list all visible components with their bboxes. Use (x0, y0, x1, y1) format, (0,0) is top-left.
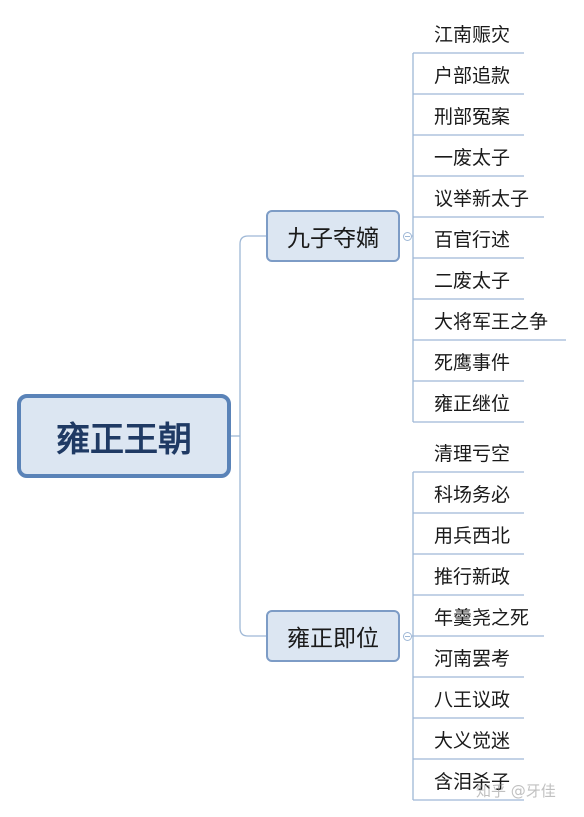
leaf-item[interactable]: 年羹尧之死 (434, 607, 530, 629)
leaf-item[interactable]: 江南赈灾 (434, 24, 511, 46)
leaf-item[interactable]: 百官行述 (434, 229, 511, 251)
branch-label: 九子夺嫡 (287, 226, 379, 252)
root-label: 雍正王朝 (56, 419, 192, 460)
branch-node-accession[interactable]: 雍正即位 (266, 610, 400, 662)
leaf-item[interactable]: 八王议政 (434, 689, 511, 711)
leaf-item[interactable]: 用兵西北 (434, 525, 511, 547)
leaf-item[interactable]: 大将军王之争 (434, 311, 549, 333)
branch-label: 雍正即位 (287, 626, 379, 652)
root-node[interactable]: 雍正王朝 (17, 394, 231, 478)
connector-curve (239, 436, 266, 637)
watermark: 知乎 @牙佳 (476, 782, 556, 800)
leaf-item[interactable]: 户部追款 (434, 65, 511, 87)
leaf-item[interactable]: 死鹰事件 (434, 352, 511, 374)
leaf-item[interactable]: 一废太子 (434, 147, 511, 169)
leaf-item[interactable]: 二废太子 (434, 270, 511, 292)
collapse-toggle-icon[interactable] (403, 632, 412, 641)
collapse-toggle-icon[interactable] (403, 232, 412, 241)
leaf-item[interactable]: 议举新太子 (434, 188, 530, 210)
leaf-item[interactable]: 河南罢考 (434, 648, 511, 670)
leaf-item[interactable]: 清理亏空 (434, 443, 511, 465)
leaf-item[interactable]: 推行新政 (434, 566, 511, 588)
branch-node-nine-sons[interactable]: 九子夺嫡 (266, 210, 400, 262)
connector-curve (239, 235, 266, 436)
leaf-item[interactable]: 大义觉迷 (434, 730, 511, 752)
leaf-item[interactable]: 科场务必 (434, 484, 511, 506)
leaf-item[interactable]: 含泪杀子 (434, 771, 511, 793)
leaf-item[interactable]: 刑部冤案 (434, 106, 511, 128)
leaf-item[interactable]: 雍正继位 (434, 393, 511, 415)
